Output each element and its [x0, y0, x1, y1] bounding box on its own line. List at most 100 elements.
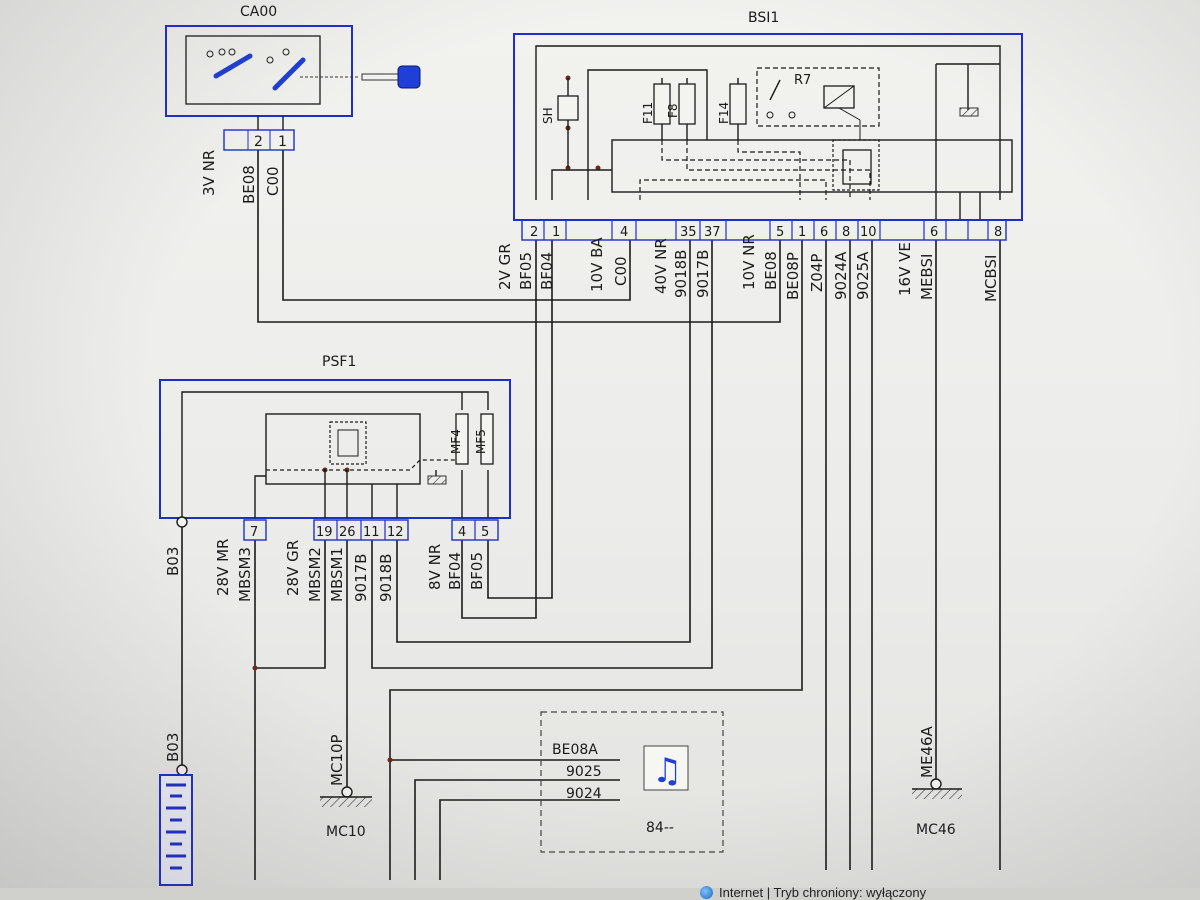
battery-component: B03 [159, 733, 193, 886]
wire-label: MBSM3 [236, 547, 254, 602]
wire-label: 9024A [832, 251, 850, 300]
wire-label: 9025A [854, 251, 872, 300]
wire-label: BF05 [517, 252, 535, 290]
wire-mbsm2 [255, 540, 326, 669]
psf1-fuse-label: MF5 [474, 429, 488, 454]
speaker-icon: ♫ [652, 751, 682, 791]
psf1-pin-labels: 7 19 26 11 12 4 5 [250, 525, 489, 540]
ca00-wire-label: C00 [264, 166, 282, 196]
wire-spec-label: 16V VE [896, 242, 914, 296]
ground-label: MC46 [916, 822, 956, 838]
psf1-pin: 7 [250, 525, 258, 540]
bsi1-pin: 1 [798, 225, 806, 240]
wire-spec-label: 10V NR [740, 234, 758, 290]
ground-mc10: MC10P MC10 [320, 734, 372, 840]
wire-label: 9017B [694, 250, 712, 298]
bus-wire-label: 9024 [566, 786, 602, 802]
wire-spec-label: 28V GR [284, 540, 302, 596]
psf1-pin: 11 [363, 525, 380, 540]
wire-be08p [389, 240, 803, 880]
junctions [252, 75, 601, 763]
psf1-fuse-label: MF4 [449, 429, 463, 454]
wire-label: MBSM2 [306, 547, 324, 602]
bsi1-fuse-label: F14 [717, 102, 731, 124]
wire-label: BE08 [762, 251, 780, 290]
ca00-wire-spec: 3V NR [200, 150, 218, 196]
globe-icon [700, 885, 713, 899]
wire-label: Z04P [808, 254, 826, 292]
bus-84-component: ♫ BE08A 9025 9024 84-- [540, 711, 724, 853]
ca00-wire-label: BE08 [240, 165, 258, 204]
ground-wire-label: MC10P [328, 734, 346, 786]
wire-spec-label: 10V BA [588, 237, 606, 292]
psf1-wire-labels: B03 28V MR MBSM3 28V GR MBSM2 MBSM1 9017… [164, 539, 486, 602]
wire-label: B03 [164, 547, 182, 576]
bsi1-pin: 37 [704, 225, 721, 240]
psf1-pin: 19 [316, 525, 333, 540]
bsi1-pin: 4 [620, 225, 628, 240]
bsi1-pin: 8 [994, 225, 1002, 240]
wire-bf04 [487, 240, 553, 599]
psf1-pin: 4 [458, 525, 466, 540]
wire-label: C00 [612, 256, 630, 286]
wire-label: 9018B [377, 554, 395, 602]
wire-label: MBSM1 [328, 547, 346, 602]
bsi1-pin-labels: 2 1 4 35 37 5 1 6 8 10 6 8 [530, 225, 1002, 240]
wire-9024 [439, 799, 620, 880]
bsi1-fuse-label: F11 [641, 102, 655, 124]
bsi1-pin: 1 [552, 225, 560, 240]
bsi1-component: BSI1 [496, 10, 1023, 302]
wires [181, 150, 1001, 880]
bsi1-pin: 6 [930, 225, 938, 240]
ground-wire-label: ME46A [918, 725, 936, 778]
ca00-component: CA00 2 1 3V NR BE08 C00 [165, 4, 421, 204]
psf1-title: PSF1 [322, 354, 356, 370]
bsi1-fuse-label: F8 [666, 103, 680, 118]
bsi1-pin: 5 [776, 225, 784, 240]
ground-mc46: ME46A MC46 [912, 725, 962, 838]
wire-spec-label: 40V NR [652, 238, 670, 294]
ca00-pin: 2 [254, 134, 263, 150]
bsi1-pin: 10 [860, 225, 877, 240]
monitor-bezel [0, 888, 1200, 900]
bus-wire-label: BE08A [552, 742, 598, 758]
wire-label: MCBSI [982, 255, 1000, 302]
bsi1-shunt-label: SH [541, 107, 555, 124]
wire-9018b [396, 240, 691, 643]
bsi1-pin: 6 [820, 225, 828, 240]
wire-label: MEBSI [918, 254, 936, 300]
wire-label: BE08P [784, 252, 802, 300]
bsi1-pin: 8 [842, 225, 850, 240]
wire-9025 [414, 779, 620, 880]
wire-label: BF04 [538, 252, 556, 290]
bsi1-wire-labels: 2V GR BF05 BF04 10V BA C00 40V NR 9018B … [496, 234, 1000, 302]
wire-label: BF04 [446, 552, 464, 590]
psf1-pin: 26 [339, 525, 356, 540]
browser-status-bar: Internet | Tryb chroniony: wyłączony [700, 884, 1200, 900]
ca00-pin: 1 [278, 134, 287, 150]
psf1-component: PSF1 MF4 MF5 [159, 354, 511, 602]
wire-9017b [371, 240, 713, 669]
bsi1-pin: 35 [680, 225, 697, 240]
battery-wire-label: B03 [164, 733, 182, 762]
wire-label: 9018B [672, 250, 690, 298]
wire-bf05 [461, 240, 537, 619]
ca00-title: CA00 [240, 4, 277, 20]
wire-spec-label: 28V MR [214, 539, 232, 596]
wire-label: 9017B [352, 554, 370, 602]
psf1-pin: 12 [387, 525, 404, 540]
wire-c00 [282, 150, 631, 301]
ground-label: MC10 [326, 824, 366, 840]
psf1-pin: 5 [481, 525, 489, 540]
bsi1-title: BSI1 [748, 10, 779, 26]
bus-wire-label: 9025 [566, 764, 602, 780]
bus-label: 84-- [646, 820, 674, 836]
wire-spec-label: 2V GR [496, 243, 514, 290]
wire-label: BF05 [468, 552, 486, 590]
wire-be08 [257, 150, 781, 323]
bsi1-relay-label: R7 [794, 73, 811, 88]
wire-spec-label: 8V NR [426, 544, 444, 590]
status-text: Internet | Tryb chroniony: wyłączony [719, 884, 927, 900]
